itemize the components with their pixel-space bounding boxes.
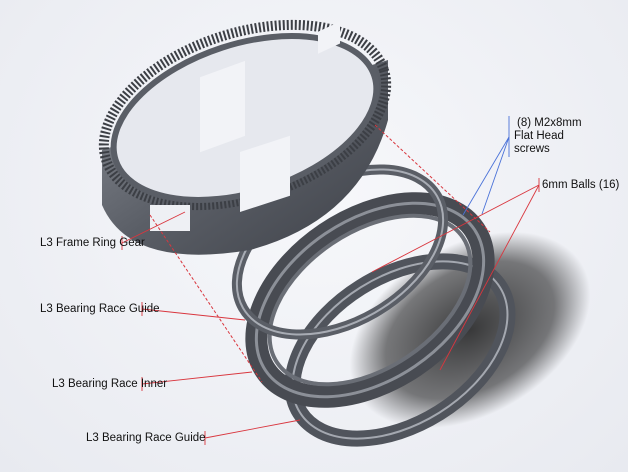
- leader-lines: [121, 116, 540, 445]
- label-screws-line1: (8) M2x8mm: [517, 117, 582, 129]
- projection-line: [149, 214, 263, 383]
- projection-line: [374, 124, 491, 233]
- label-frame-ring-gear: L3 Frame Ring Gear: [40, 237, 145, 249]
- label-bearing-race-guide-top: L3 Bearing Race Guide: [40, 303, 160, 315]
- label-bearing-race-guide-bottom: L3 Bearing Race Guide: [86, 432, 206, 444]
- label-screws: (8) M2x8mm Flat Head screws: [514, 117, 582, 156]
- bearing-race-guide-bottom: [284, 253, 516, 447]
- bearing-race-inner: [245, 192, 495, 408]
- label-bearing-race-inner: L3 Bearing Race Inner: [52, 378, 168, 390]
- frame-ring-gear: [98, 19, 392, 255]
- label-balls: 6mm Balls (16): [542, 179, 620, 191]
- label-screws-line3: screws: [514, 143, 550, 155]
- label-screws-line2: Flat Head: [514, 130, 564, 142]
